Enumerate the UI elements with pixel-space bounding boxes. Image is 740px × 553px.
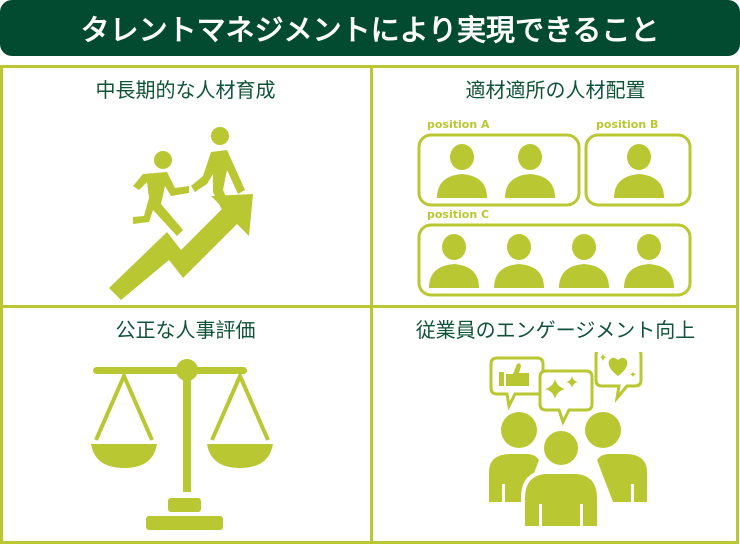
vertical-divider: [370, 68, 373, 541]
cell-engagement: 従業員のエンゲージメント向上: [373, 308, 738, 544]
cell-label: 従業員のエンゲージメント向上: [415, 318, 696, 342]
balance-scale-icon: [91, 359, 273, 530]
cell-fair-evaluation: 公正な人事評価: [3, 308, 368, 544]
cell-label: 中長期的な人材育成: [95, 78, 276, 102]
position-b-label: position B: [596, 118, 658, 131]
cell-label: 公正な人事評価: [115, 318, 256, 342]
benefits-grid: 中長期的な人材育成 適材適所の人材配置 position A position …: [0, 65, 739, 544]
position-a-label: position A: [427, 118, 490, 131]
cell-right-placement: 適材適所の人材配置 position A position B position…: [373, 68, 738, 304]
page-title: タレントマネジメントにより実現できること: [80, 13, 660, 47]
engaged-team-icon: [489, 352, 647, 530]
cell-label: 適材適所の人材配置: [465, 78, 646, 102]
cell-talent-development: 中長期的な人材育成: [3, 68, 368, 304]
climbing-people-arrow-icon: [109, 127, 253, 300]
position-c-label: position C: [427, 208, 489, 221]
position-groups-icon: position A position B position C: [417, 118, 692, 297]
horizontal-divider: [3, 305, 736, 308]
title-banner: タレントマネジメントにより実現できること: [0, 0, 740, 56]
